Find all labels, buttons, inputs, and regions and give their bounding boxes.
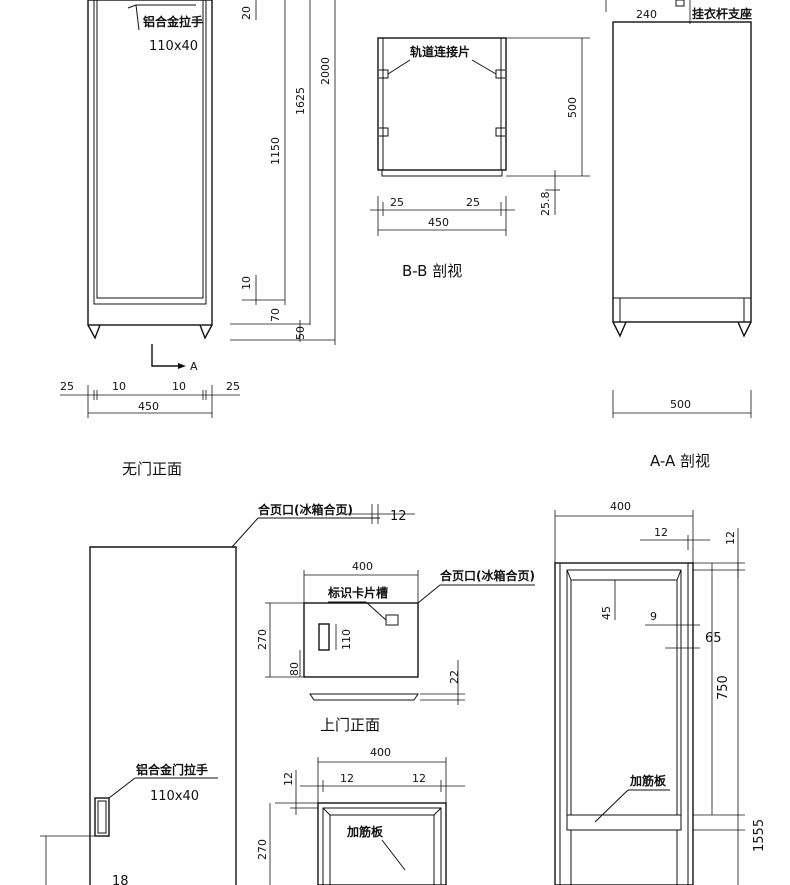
dim-1555: 1555 (752, 819, 767, 852)
section-mark-a-label: A (190, 360, 198, 373)
bb-base (381, 169, 503, 177)
hinge-label-door: 合页口(冰箱合页) (258, 502, 353, 517)
section-bb: 轨道连接片 500 25.8 25 25 450 B-B 剖视 (370, 37, 590, 280)
frame-outline (317, 802, 447, 885)
dim-20: 20 (240, 6, 253, 20)
dim-450-bb: 450 (428, 216, 449, 229)
handle-label: 铝合金拉手 (143, 14, 203, 29)
dim-500-bb: 500 (566, 97, 579, 118)
caption-section-aa: A-A 剖视 (650, 452, 710, 470)
right-frame-outline (554, 562, 694, 885)
rail-connector-label: 轨道连接片 (410, 44, 470, 59)
dim-25-8: 25.8 (539, 192, 552, 217)
dim-400-upper: 400 (352, 560, 373, 573)
caption-section-bb: B-B 剖视 (402, 262, 462, 280)
card-slot-label: 标识卡片槽 (327, 585, 388, 600)
dim-10: 10 (240, 276, 253, 290)
dim-10-right: 10 (172, 380, 186, 393)
door-front-view: 合页口(冰箱合页) 12 铝合金门拉手 110x40 18 (40, 502, 415, 885)
frame-detail: 400 12 12 12 270 加筋板 (256, 746, 465, 885)
door-handle (94, 797, 110, 837)
dim-270-upper: 270 (256, 629, 269, 650)
door-outline (89, 546, 237, 885)
dim-12-frame-left: 12 (340, 772, 354, 785)
dim-25-right: 25 (226, 380, 240, 393)
aa-outline (612, 21, 752, 323)
dim-80: 80 (288, 662, 301, 676)
cabinet-inner-panel (96, 0, 204, 299)
dim-25-left: 25 (60, 380, 74, 393)
dim-9: 9 (650, 610, 657, 623)
right-frame-view: 400 12 12 45 9 65 750 1555 加筋板 (554, 500, 767, 885)
dim-25-bb-left: 25 (390, 196, 404, 209)
handle-size: 110x40 (149, 39, 198, 54)
dim-12-frame-vert: 12 (282, 772, 295, 786)
dim-270-frame: 270 (256, 839, 269, 860)
dim-50: 50 (294, 326, 307, 340)
caption-upper-door: 上门正面 (320, 716, 380, 734)
dim-750: 750 (716, 675, 731, 700)
dim-1150: 1150 (269, 137, 282, 165)
dim-25-bb-right: 25 (466, 196, 480, 209)
rib-label-frame: 加筋板 (346, 824, 384, 839)
dim-12-right-side: 12 (724, 531, 737, 545)
cabinet-outline (87, 0, 213, 326)
dim-110: 110 (340, 629, 353, 650)
upper-door-outline (303, 602, 419, 678)
front-view-no-door: 铝合金拉手 110x40 20 1150 1625 2000 10 70 50 … (60, 0, 336, 478)
upper-door-edge (309, 693, 419, 701)
right-foot (199, 324, 213, 340)
hinge-label-upper: 合页口(冰箱合页) (440, 568, 535, 583)
dim-22: 22 (448, 670, 461, 684)
dim-12-right-top: 12 (654, 526, 668, 539)
dim-10-left: 10 (112, 380, 126, 393)
dim-1625: 1625 (294, 87, 307, 115)
dim-12-frame-right: 12 (412, 772, 426, 785)
door-handle-label: 铝合金门拉手 (136, 762, 208, 777)
hanging-rod-label: 挂衣杆支座 (692, 6, 752, 21)
dim-2000: 2000 (319, 57, 332, 85)
section-aa: 240 挂衣杆支座 500 A-A 剖视 (605, 0, 752, 470)
dim-18: 18 (112, 874, 129, 885)
upper-door-handle (318, 623, 330, 651)
upper-door-front: 400 合页口(冰箱合页) 标识卡片槽 110 270 80 22 上门正面 (256, 560, 535, 734)
dim-65: 65 (705, 631, 722, 646)
dim-500-aa: 500 (670, 398, 691, 411)
rib-label-right: 加筋板 (629, 773, 667, 788)
dim-450: 450 (138, 400, 159, 413)
left-foot (87, 324, 101, 340)
dim-240: 240 (636, 8, 657, 21)
caption-front-no-door: 无门正面 (122, 460, 182, 478)
dim-400-right: 400 (610, 500, 631, 513)
section-mark-a (151, 344, 178, 367)
dim-45: 45 (600, 606, 613, 620)
door-handle-size: 110x40 (150, 789, 199, 804)
card-slot (385, 614, 399, 626)
dim-70: 70 (269, 308, 282, 322)
dim-12-door: 12 (390, 509, 407, 524)
dim-400-frame: 400 (370, 746, 391, 759)
cabinet-inner-frame (93, 0, 207, 305)
